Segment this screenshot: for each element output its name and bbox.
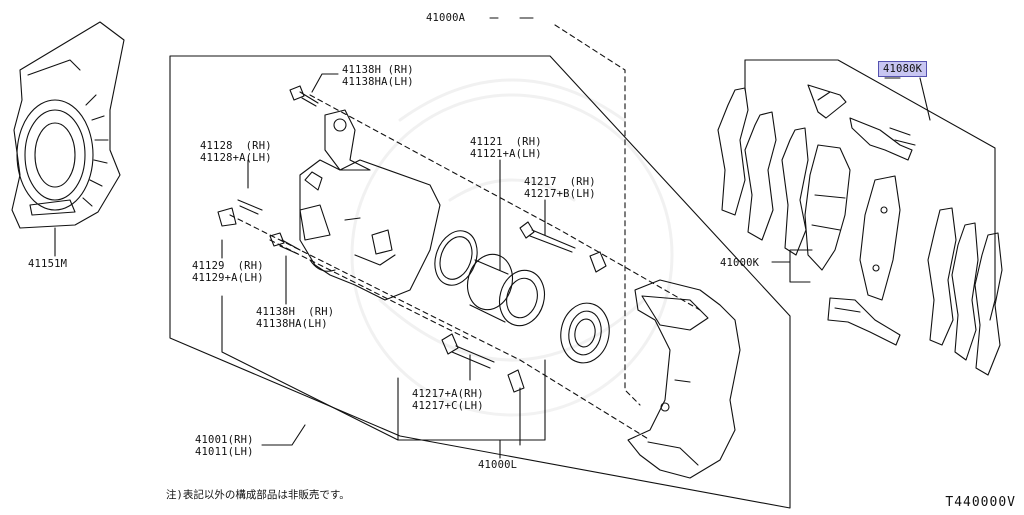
shims-left-drawing (717, 87, 809, 256)
label-41000A[interactable]: 41000A (426, 12, 466, 24)
watermark (350, 78, 674, 417)
footnote: 注)表記以外の構成部品は非販売です。 (166, 489, 350, 501)
label-41138H-bottom-lh[interactable]: 41138HA(LH) (256, 318, 328, 330)
pad-kit-leaders (744, 59, 931, 121)
label-41151M[interactable]: 41151M (28, 258, 68, 270)
dust-shield-drawing (11, 21, 125, 229)
label-41138H-top-lh[interactable]: 41138HA(LH) (342, 76, 414, 88)
guide-bolt-bottom-drawing (269, 232, 301, 255)
bleeder-drawing (217, 199, 263, 227)
label-41121-rh[interactable]: 41121 (RH) (470, 136, 542, 148)
label-41217C-lh[interactable]: 41217+C(LH) (412, 400, 484, 412)
leader-41138H-top (311, 73, 339, 93)
label-41138H-top-rh[interactable]: 41138H (RH) (342, 64, 414, 76)
label-41217-lh[interactable]: 41217+B(LH) (524, 188, 596, 200)
label-41217-rh[interactable]: 41217 (RH) (524, 176, 596, 188)
label-41138H-bottom-rh[interactable]: 41138H (RH) (256, 306, 335, 318)
spring-clip-drawing (807, 84, 847, 119)
label-41011-lh[interactable]: 41011(LH) (195, 446, 254, 458)
label-41129-lh[interactable]: 41129+A(LH) (192, 272, 264, 284)
leader-41000K (771, 249, 813, 283)
brake-pad-right-drawing (859, 175, 901, 301)
torque-member-drawing (627, 279, 741, 479)
label-41128-lh[interactable]: 41128+A(LH) (200, 152, 272, 164)
label-41121-lh[interactable]: 41121+A(LH) (470, 148, 542, 160)
label-41001-rh[interactable]: 41001(RH) (195, 434, 254, 446)
caliper-body-drawing (299, 109, 441, 301)
label-41000K[interactable]: 41000K (720, 257, 760, 269)
shims-right-drawing (927, 207, 1003, 376)
label-41128-rh[interactable]: 41128 (RH) (200, 140, 272, 152)
piston-boot-drawing (560, 302, 610, 364)
slide-pin-lower-drawing (441, 333, 525, 393)
label-41080K-highlighted[interactable]: 41080K (878, 61, 928, 77)
leader-41000L-branches (397, 359, 546, 446)
dashed-guides (229, 24, 701, 441)
brake-pad-left-drawing (804, 144, 851, 271)
pad-hardware-drawing (849, 117, 916, 161)
diagram-code: T440000V (945, 495, 1016, 510)
guide-bolt-top-drawing (289, 85, 319, 107)
pad-kit-outline (744, 59, 996, 321)
leader-41001 (261, 424, 306, 446)
seal-ring-drawing (434, 230, 478, 286)
label-41000L[interactable]: 41000L (478, 459, 518, 471)
piston-drawing (466, 253, 546, 327)
slide-pin-upper-drawing (519, 221, 607, 273)
assembly-box (169, 55, 791, 509)
wear-indicator-drawing (827, 297, 901, 346)
leader-41129-down (221, 295, 546, 441)
label-41217A-rh[interactable]: 41217+A(RH) (412, 388, 484, 400)
label-41129-rh[interactable]: 41129 (RH) (192, 260, 264, 272)
